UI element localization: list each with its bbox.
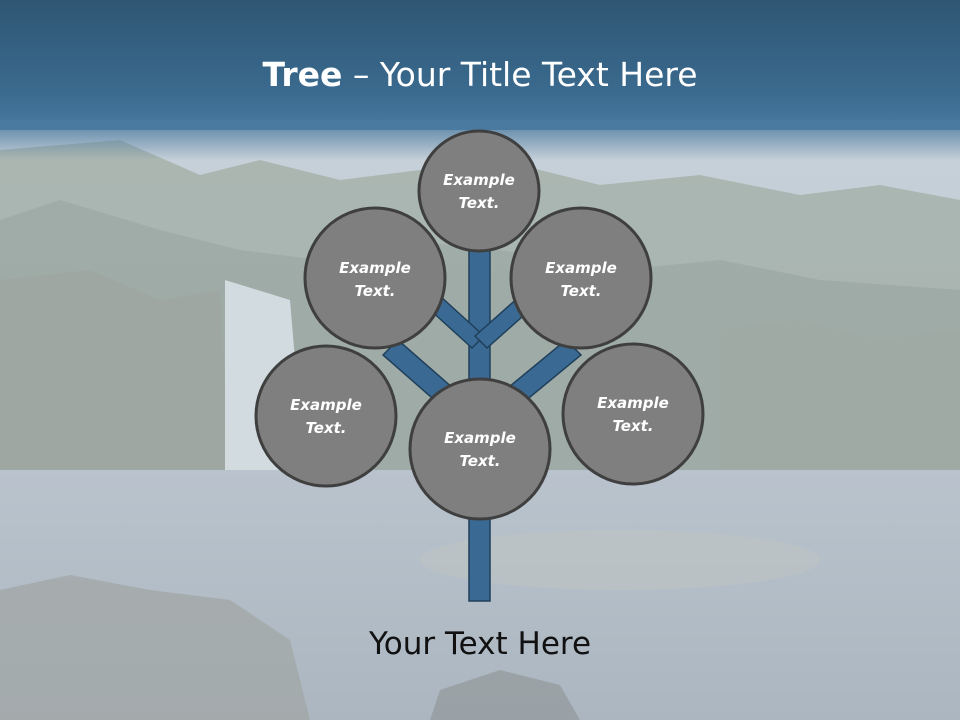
node-circle-lower-left [254, 344, 398, 488]
node-label-center-line2: Text. [459, 452, 500, 470]
node-circle-upper-right [509, 206, 653, 350]
tree-nodes [254, 129, 705, 521]
node-label-upper-right-line2: Text. [560, 282, 601, 300]
node-label-top-line2: Text. [458, 194, 499, 212]
node-label-lower-right-line1: Example [597, 394, 669, 412]
node-circle-lower-right [561, 342, 705, 486]
slide-title-rest: – Your Title Text Here [342, 55, 698, 94]
node-circle-center [408, 377, 552, 521]
node-label-upper-left-line2: Text. [354, 282, 395, 300]
node-labels: Example Text. Example Text. Example Text… [290, 171, 669, 470]
slide-title-bold: Tree [262, 55, 343, 94]
node-circle-upper-left [303, 206, 447, 350]
node-label-lower-left-line1: Example [290, 396, 362, 414]
footer-text: Your Text Here [368, 626, 592, 662]
node-label-center-line1: Example [444, 429, 516, 447]
node-label-lower-left-line2: Text. [305, 419, 346, 437]
node-circle-top [417, 129, 541, 253]
node-label-top-line1: Example [443, 171, 515, 189]
node-label-lower-right-line2: Text. [612, 417, 653, 435]
title-band [0, 0, 960, 130]
node-label-upper-right-line1: Example [545, 259, 617, 277]
slide-title: Tree – Your Title Text Here [0, 52, 960, 98]
node-label-upper-left-line1: Example [339, 259, 411, 277]
